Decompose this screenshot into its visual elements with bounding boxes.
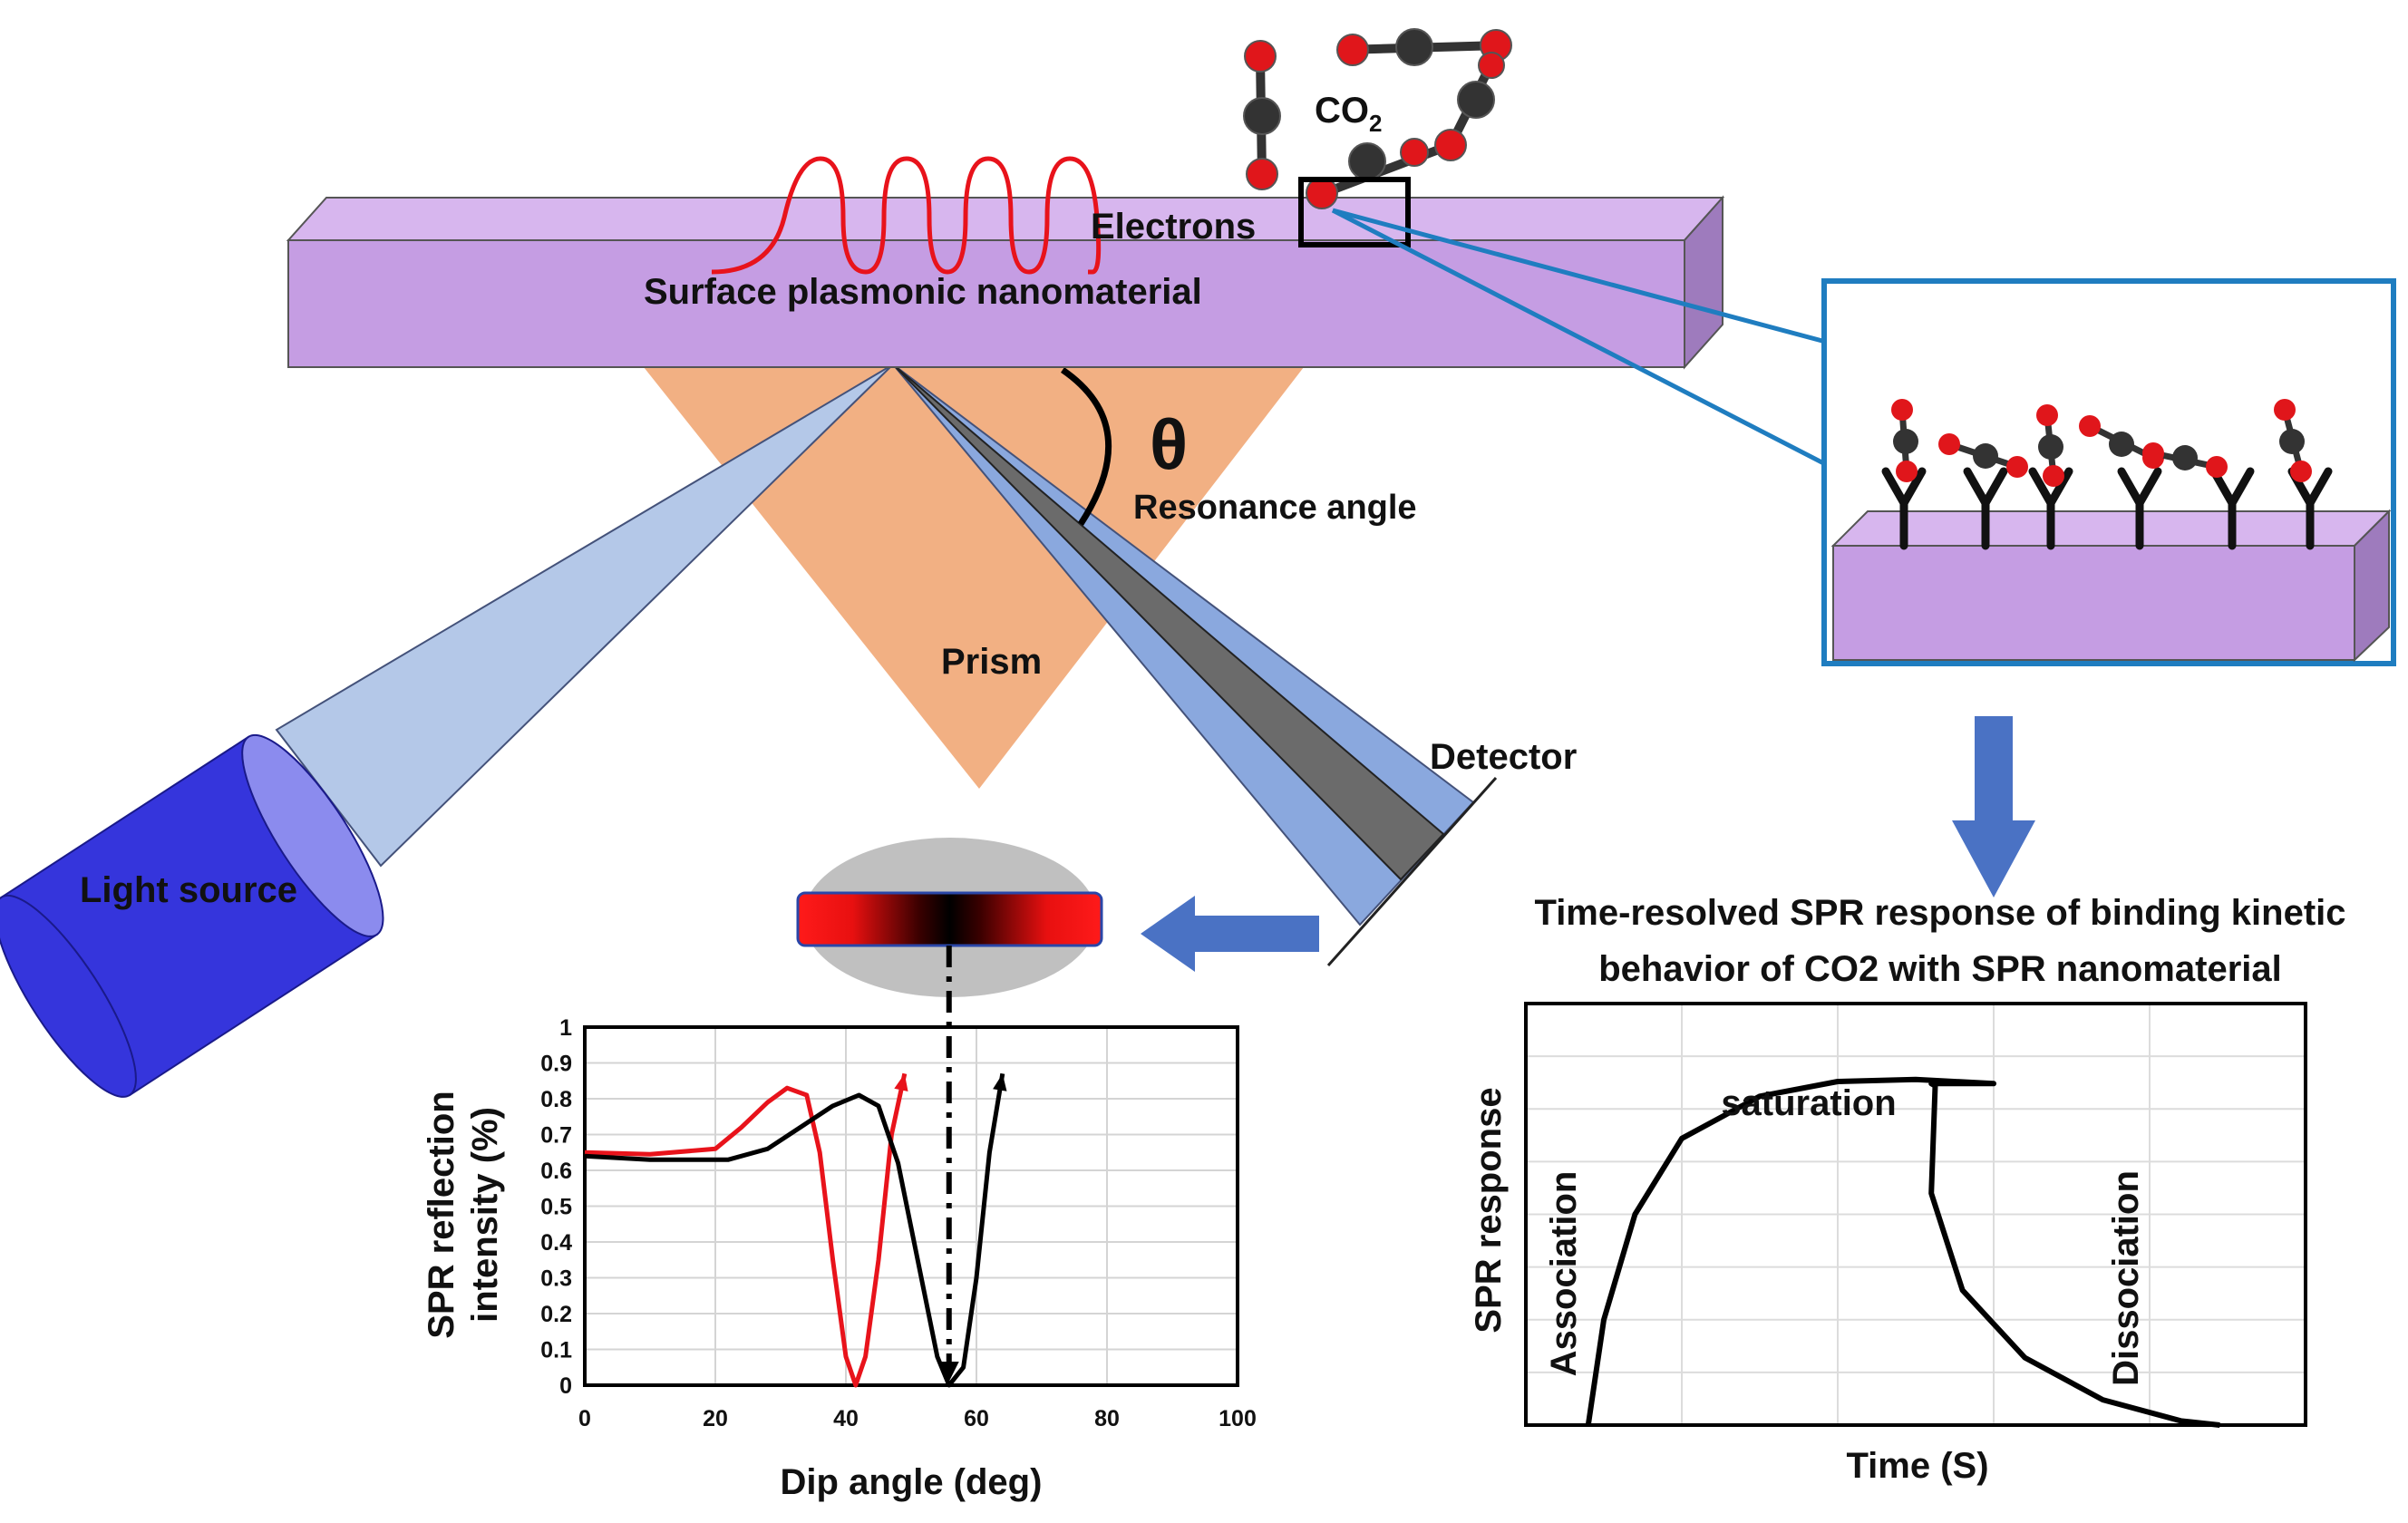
dip-ytick-label-7: 0.7 [540, 1123, 572, 1149]
dip-xtick-label-5: 100 [1219, 1406, 1257, 1431]
left-arrow [1141, 896, 1319, 972]
dip-series-arrowhead-0 [894, 1073, 908, 1091]
dip-xtick-label-2: 40 [833, 1406, 859, 1431]
plasmon-wave [711, 156, 1102, 275]
dip-xtick-label-3: 60 [964, 1406, 989, 1431]
dip-ytick-label-0: 0 [559, 1373, 572, 1399]
receptor-y-3 [2117, 467, 2162, 550]
zoom-co2-carbon-1 [1973, 443, 1998, 469]
zoom-co2-oxygen-a-3 [2079, 415, 2101, 437]
theta-symbol: θ [1150, 404, 1188, 484]
dip-ytick-label-3: 0.3 [540, 1266, 572, 1292]
prism [644, 367, 1304, 789]
dip-series-arrowhead-1 [993, 1073, 1007, 1091]
kinetics-title-line2: behavior of CO2 with SPR nanomaterial [1598, 949, 2281, 989]
resonance-angle-label: Resonance angle [1133, 489, 1417, 527]
co2-molecule-chain [1243, 28, 1512, 209]
resonance-angle-arc [1061, 367, 1112, 526]
zoom-co2-carbon-0 [1893, 429, 1918, 454]
co2-label-subscript: 2 [1369, 110, 1382, 137]
association-label: Association [1544, 1171, 1584, 1377]
receptor-y-1 [1963, 467, 2008, 550]
zoom-co2-oxygen-b-1 [2006, 456, 2028, 478]
light-source-label: Light source [80, 870, 297, 910]
kinetics-title-line1: Time-resolved SPR response of binding ki… [1534, 893, 2345, 933]
zoom-co2-oxygen-a-4 [2142, 442, 2164, 464]
zoom-co2-carbon-4 [2172, 445, 2198, 470]
incident-beam [275, 364, 894, 868]
dip-ytick-label-2: 0.2 [540, 1302, 572, 1327]
dip-ytick-label-6: 0.6 [540, 1159, 572, 1184]
dip-series-line-1 [584, 1072, 1005, 1388]
zoom-co2-molecules [1891, 399, 2312, 487]
prism-label: Prism [941, 642, 1042, 682]
dip-ytick-label-4: 0.4 [540, 1230, 572, 1256]
electrons-label: Electrons [1091, 207, 1256, 247]
zoom-co2-oxygen-a-5 [2274, 399, 2296, 421]
zoom-co2-oxygen-a-1 [1938, 433, 1960, 455]
zoom-co2-oxygen-b-0 [1896, 461, 1918, 482]
dip-xtick-label-1: 20 [703, 1406, 728, 1431]
zoom-co2-carbon-3 [2109, 432, 2134, 457]
detector-label: Detector [1430, 737, 1577, 777]
kinetics-xlabel: Time (S) [1846, 1446, 1988, 1486]
dip-ytick-label-8: 0.8 [540, 1087, 572, 1112]
dip-ytick-label-1: 0.1 [540, 1338, 572, 1363]
saturation-label: saturation [1721, 1083, 1896, 1123]
detector [1326, 777, 1498, 966]
zoom-co2-oxygen-b-2 [2043, 465, 2064, 487]
zoom-co2-oxygen-b-4 [2206, 456, 2228, 478]
dip-series-line-0 [584, 1072, 908, 1388]
dip-marker-arrowhead [938, 1362, 959, 1382]
zoom-co2-carbon-5 [2279, 429, 2305, 454]
light-source [0, 733, 384, 1098]
dip-ytick-label-9: 0.9 [540, 1052, 572, 1077]
receptor-y-2 [2028, 467, 2073, 550]
zoom-co2-carbon-2 [2038, 434, 2063, 460]
zoom-slab [1830, 509, 2392, 663]
co2-label-prefix: CO [1315, 91, 1369, 131]
kinetics-chart [1524, 1002, 2307, 1428]
kin-series-line-0 [1585, 1076, 2220, 1428]
down-arrow [1952, 716, 2035, 897]
dissociation-label: Dissociation [2106, 1170, 2146, 1386]
zoom-co2-oxygen-a-0 [1891, 399, 1913, 421]
zoom-co2-oxygen-a-2 [2036, 404, 2058, 426]
magnify-box [1298, 177, 1411, 247]
kinetics-ylabel: SPR response [1469, 1087, 1509, 1333]
dip-ytick-label-5: 0.5 [540, 1195, 572, 1220]
dip-ytick-label-10: 1 [559, 1015, 572, 1041]
dip-chart-ylabel-2: intensity (%) [465, 1107, 505, 1323]
co2-label: CO2 [1315, 91, 1382, 137]
surface-label: Surface plasmonic nanomaterial [644, 272, 1202, 312]
receptor-y-0 [1881, 467, 1927, 550]
dip-xtick-label-4: 80 [1094, 1406, 1120, 1431]
spr-dip-chart: 0 0.1 0.2 0.3 0.4 0.5 0.6 0.7 0.8 0.9 1 0 20 40 60 80 10… [540, 946, 1257, 1431]
magnify-connector-2 [1331, 208, 1838, 472]
dip-xtick-label-0: 0 [578, 1406, 591, 1431]
dip-chart-ylabel-1: SPR reflection [422, 1091, 461, 1338]
dip-image-band [796, 891, 1103, 947]
dip-chart-xlabel: Dip angle (deg) [781, 1462, 1043, 1502]
magnify-connector-1 [1332, 208, 1837, 347]
zoom-co2-oxygen-b-5 [2290, 461, 2312, 482]
reflected-beam-core [892, 364, 1445, 881]
dip-chart-frame [583, 1025, 1239, 1387]
kin-chart-frame [1524, 1002, 2307, 1427]
